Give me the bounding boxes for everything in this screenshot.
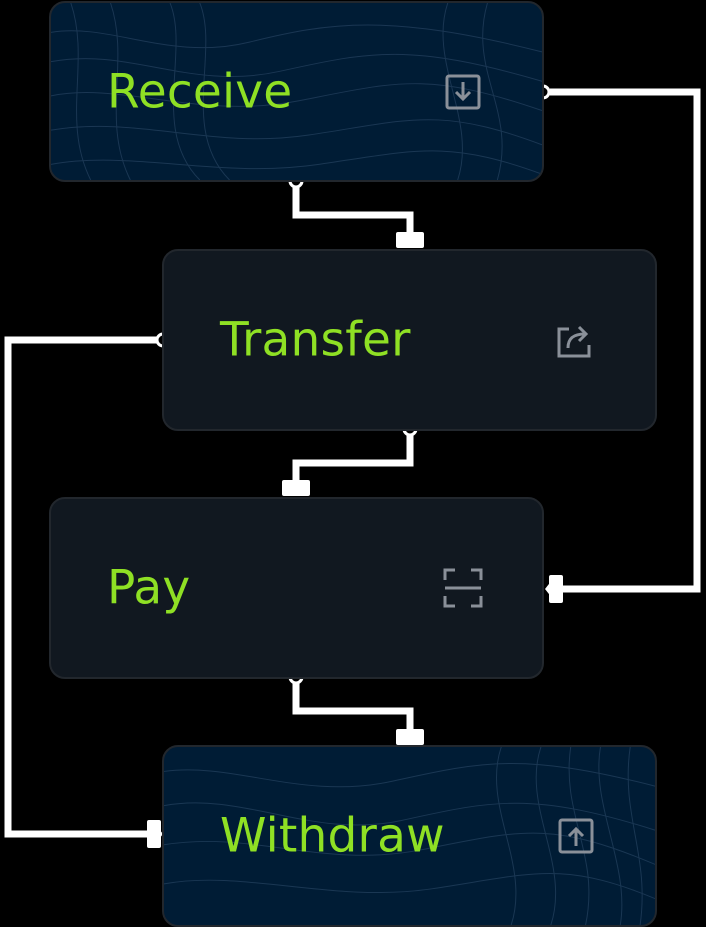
step-card-withdraw[interactable]: Withdraw (162, 745, 657, 927)
step-label: Transfer (220, 312, 411, 368)
connector-endcap (396, 729, 424, 745)
connector-pay-withdraw (292, 683, 414, 737)
step-card-transfer[interactable]: Transfer (162, 249, 657, 431)
connector-transfer-pay (292, 434, 414, 488)
scan-icon (443, 568, 483, 608)
step-label: Pay (107, 560, 191, 616)
download-icon (445, 74, 481, 109)
connector-arrowhead (152, 820, 163, 848)
connector-receive-pay-loop (550, 88, 701, 593)
connector-transfer-withdraw-loop (4, 336, 157, 838)
upload-icon (558, 818, 594, 854)
connector-arrowhead (545, 575, 556, 603)
step-label: Withdraw (220, 808, 445, 864)
connector-endcap (282, 480, 310, 496)
connector-endcap (396, 232, 424, 248)
connector-receive-transfer (292, 186, 414, 240)
share-icon (557, 325, 591, 358)
step-card-pay[interactable]: Pay (49, 497, 544, 679)
step-card-receive[interactable]: Receive (49, 1, 544, 182)
step-label: Receive (107, 64, 293, 119)
